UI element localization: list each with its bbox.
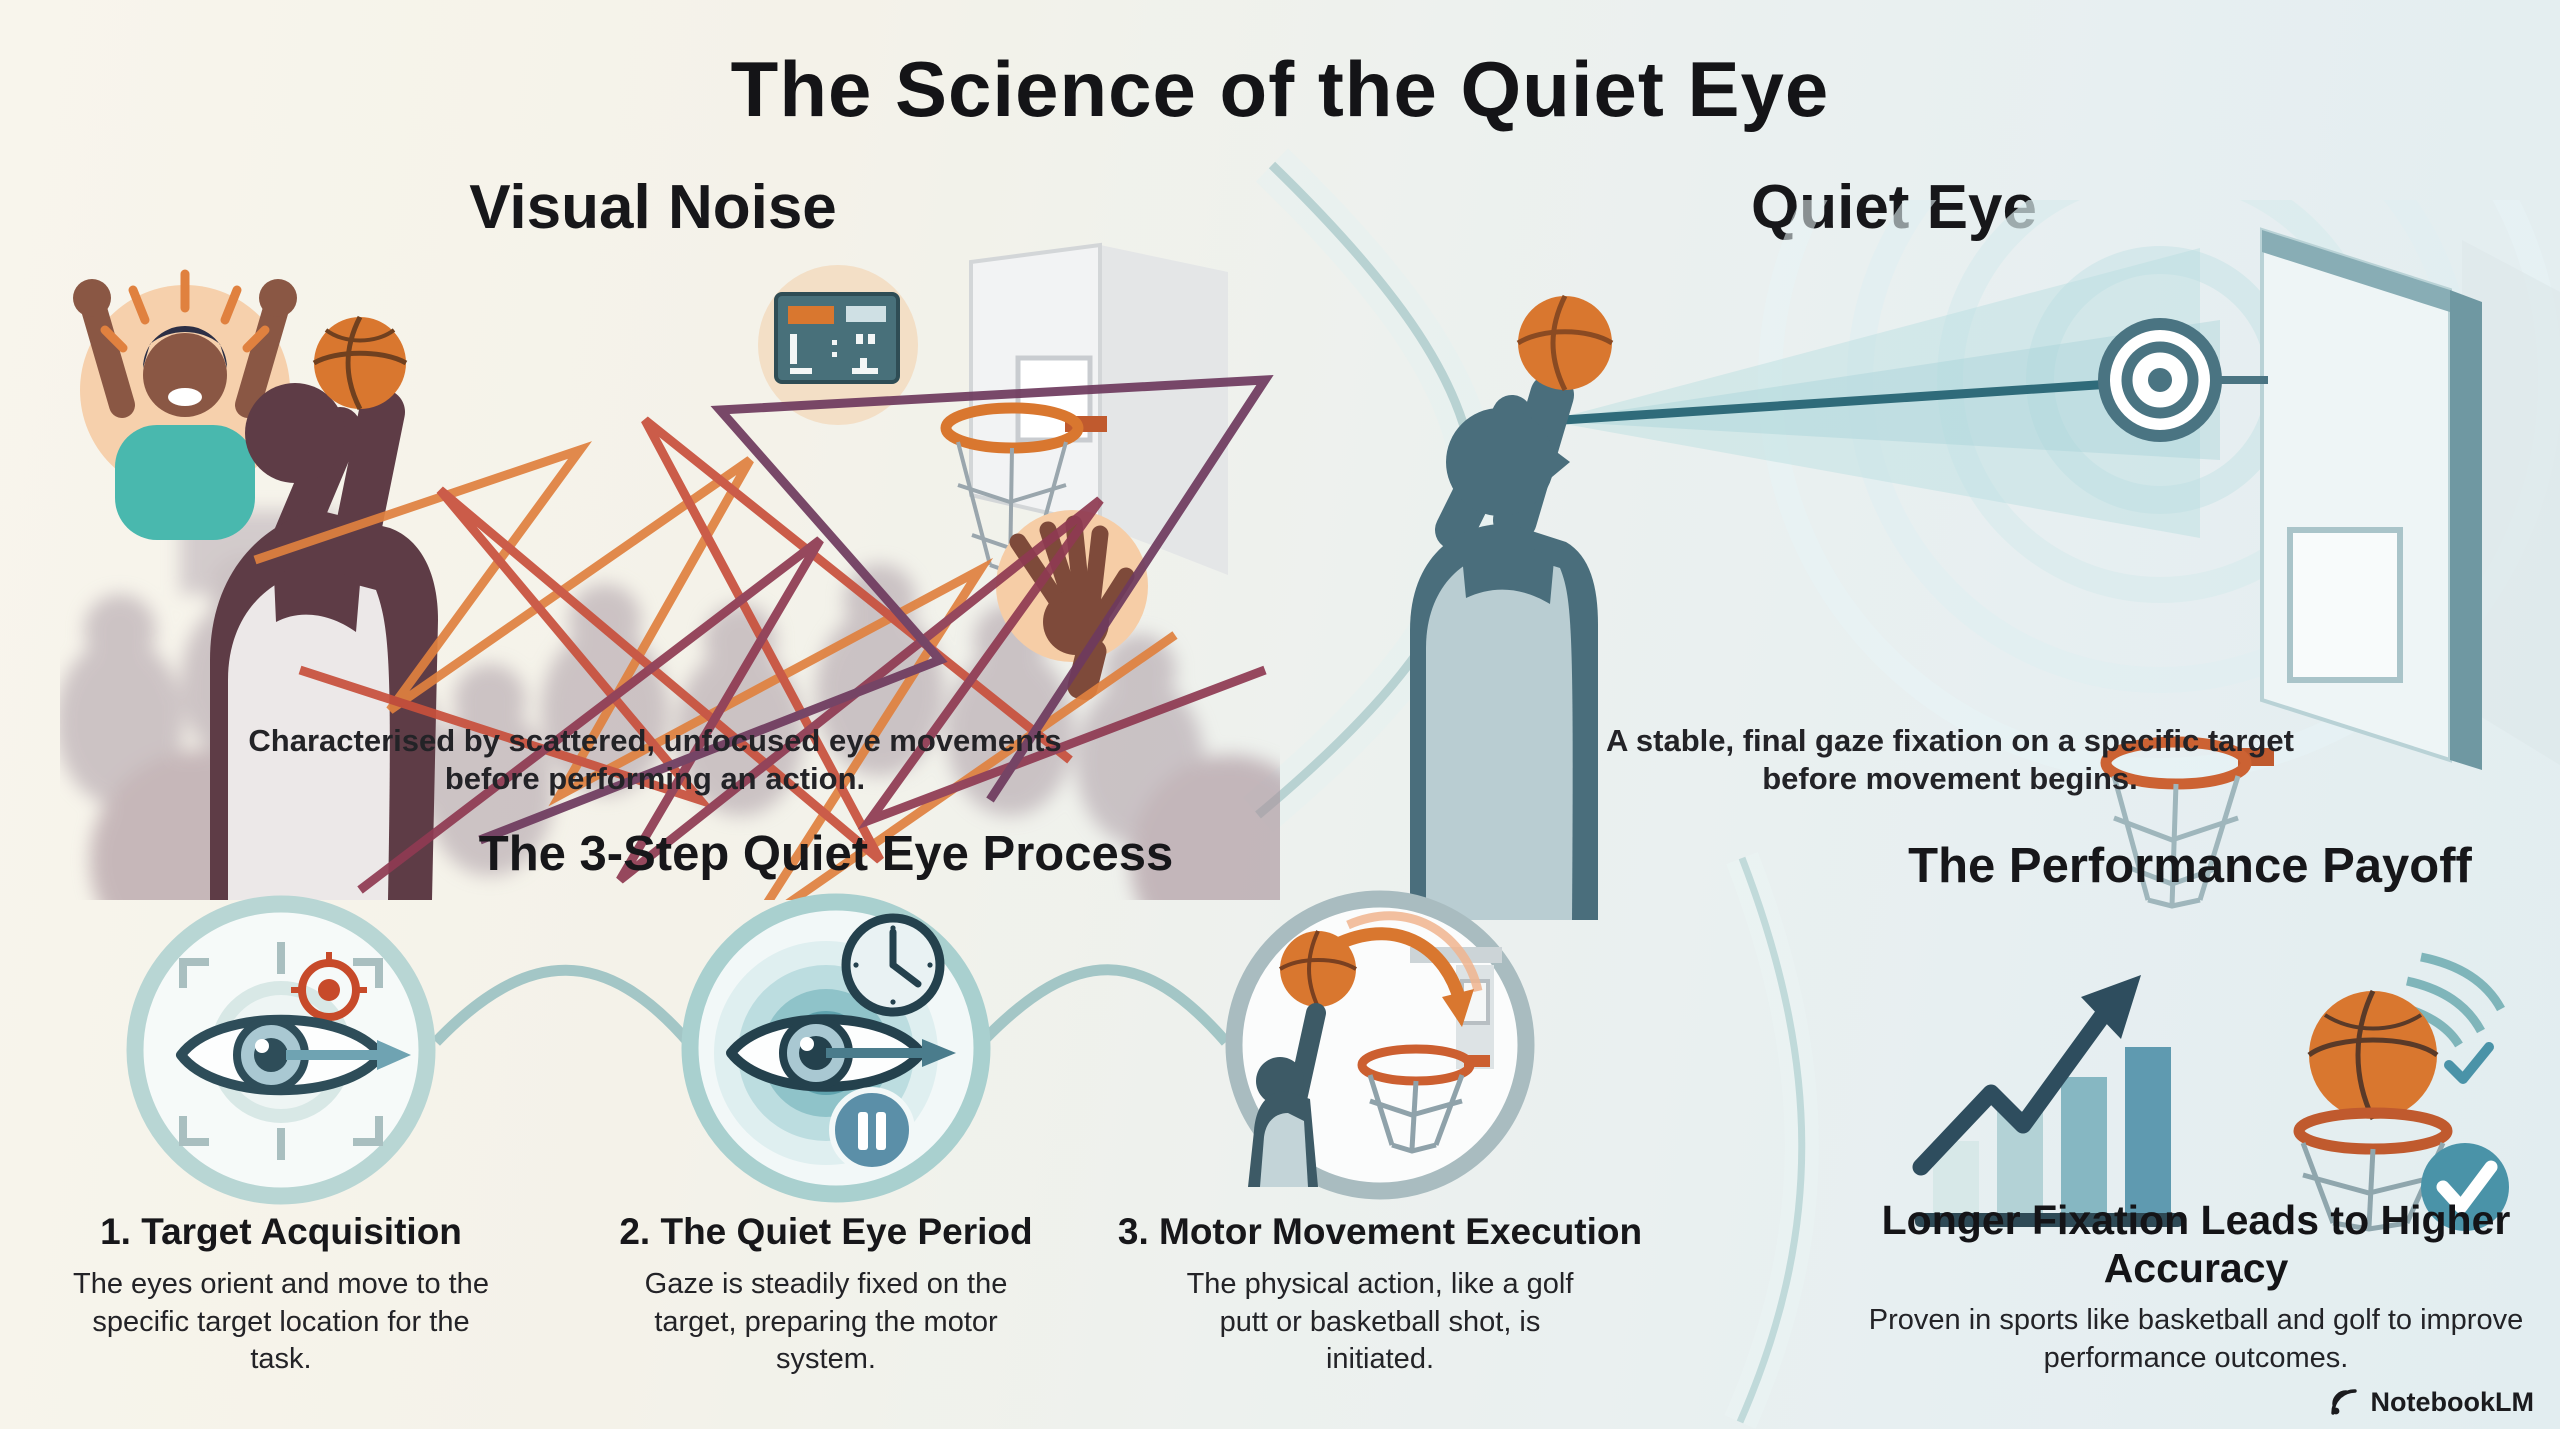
notebooklm-logo-icon [2330,1389,2357,1415]
basketball-shot-execution-icon [1225,890,1535,1200]
basketball-icon [1278,930,1358,1008]
process-connector [980,964,1231,1046]
visual-noise-heading: Visual Noise [469,173,837,242]
payoff-caption: Proven in sports like basketball and gol… [1868,1304,2524,1374]
notebooklm-brand-text: NotebookLM [2370,1386,2534,1417]
eye-fixation-timer-pause-icon [681,893,991,1203]
step-3-label: 3. Motor Movement Execution [1117,1211,1643,1252]
payoff-illustration [1912,952,2509,1232]
step-1-description: The eyes orient and move to the specific… [73,1268,489,1376]
quiet-eye-illustration [1410,200,2560,920]
basketball-icon [1516,294,1614,392]
eye-target-acquisition-icon [126,895,436,1205]
basketball-player-icon [210,315,438,900]
player-silhouette-icon [1248,1003,1326,1187]
scoreboard-icon [758,265,918,425]
bullseye-target-icon [2098,318,2268,442]
step-2-label: 2. The Quiet Eye Period [619,1211,1033,1252]
gaze-beam-icon [1547,248,2220,538]
step-3-description: The physical action, like a golf putt or… [1186,1268,1574,1376]
payoff-subheading: Longer Fixation Leads to Higher Accuracy [1881,1197,2511,1292]
scattered-gaze-lines-icon [253,375,1274,900]
pause-icon [829,1087,915,1173]
notebooklm-watermark: NotebookLM [2327,1385,2534,1419]
visual-noise-caption: Characterised by scattered, unfocused ey… [248,723,1062,796]
process-heading: The 3-Step Quiet Eye Process [478,827,1174,881]
crosshair-icon [291,952,367,1028]
page-title: The Science of the Quiet Eye [730,45,1830,133]
payoff-heading: The Performance Payoff [1908,839,2472,893]
hoop-icon [1357,1044,1490,1154]
step-2-description: Gaze is steadily fixed on the target, pr… [644,1268,1008,1376]
visual-noise-illustration [60,242,1280,900]
quiet-eye-caption: A stable, final gaze fixation on a speci… [1606,723,2294,796]
growth-chart-arrow-icon [1912,975,2183,1227]
step-1-label: 1. Target Acquisition [100,1211,462,1252]
clock-icon [841,913,945,1017]
basketball-icon [312,315,408,411]
process-connector [432,964,695,1048]
cheering-fan-icon [73,269,297,540]
basketball-hoop-icon [2100,227,2560,909]
checkmark-icon [2421,1143,2509,1231]
basketball-player-icon [1410,294,1614,920]
basketball-scoring-icon [2293,952,2509,1232]
